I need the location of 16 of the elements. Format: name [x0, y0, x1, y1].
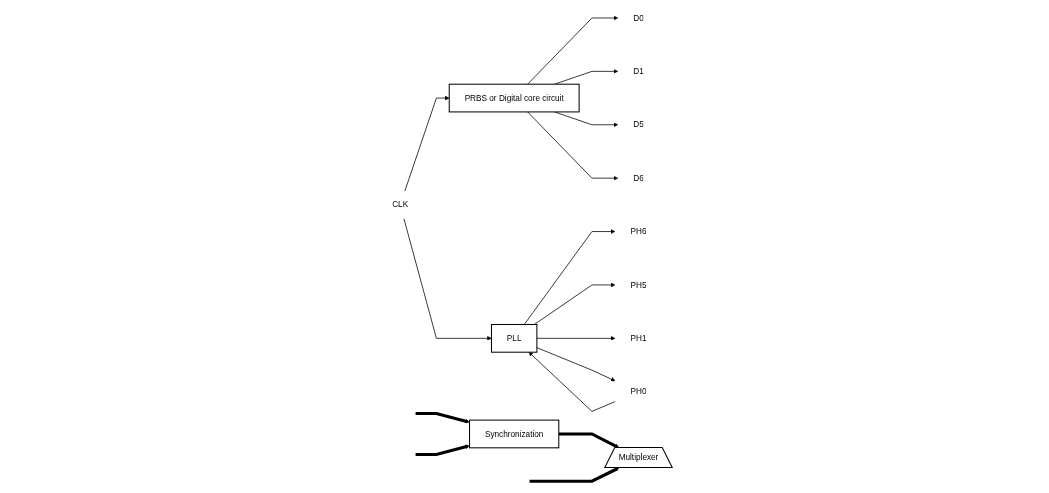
arrow	[415, 411, 470, 424]
node-text: D6	[633, 173, 644, 183]
node-text: PH6	[630, 226, 647, 236]
node-text: CLK	[392, 200, 409, 209]
node-text: PH1	[630, 333, 647, 343]
arrow	[529, 467, 620, 483]
node-box: PLL	[490, 323, 538, 353]
arrow	[558, 432, 620, 449]
arrow	[415, 444, 470, 457]
node-text: D0	[633, 13, 644, 23]
node-text: PH5	[630, 280, 647, 290]
node-text: PH0	[630, 387, 647, 396]
node-box: Synchronization	[469, 419, 560, 449]
node-box: PRBS or Digital core circuit	[448, 83, 580, 113]
node-text: D5	[633, 120, 644, 129]
node-text: D1	[633, 66, 644, 76]
